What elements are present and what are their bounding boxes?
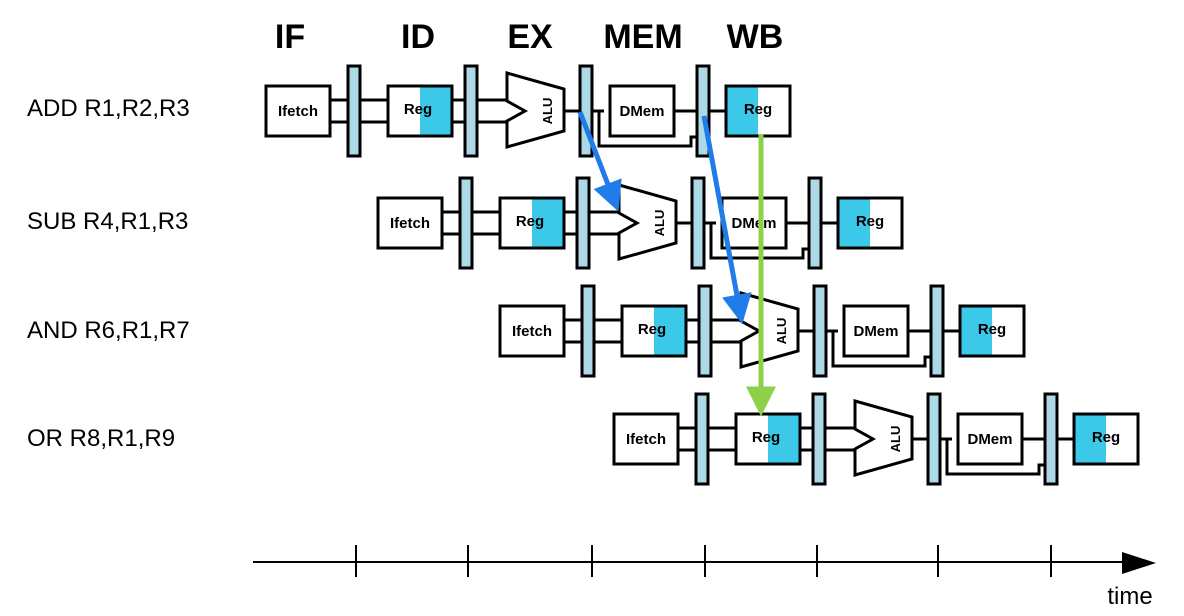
reg-read-label: Reg <box>516 213 544 230</box>
reg-read-highlight <box>654 307 685 355</box>
alu-label: ALU <box>652 210 667 237</box>
dmem-label: DMem <box>853 323 898 340</box>
reg-read-highlight <box>420 87 451 135</box>
instruction-label-or: OR R8,R1,R9 <box>27 425 175 452</box>
reg-write-label: Reg <box>744 101 772 118</box>
dmem-box <box>842 304 910 358</box>
pipeline-register-4 <box>1043 392 1059 486</box>
stage-label-if: IF <box>275 18 305 56</box>
pipeline-register-2 <box>463 64 479 158</box>
pipeline-register-2 <box>697 284 713 378</box>
time-axis-arrowhead <box>1122 552 1156 574</box>
pipeline-register-1 <box>694 392 710 486</box>
forward-arrow-mem-to-and <box>701 115 752 325</box>
pipeline-register-2 <box>575 176 591 270</box>
instruction-label-add: ADD R1,R2,R3 <box>27 95 190 122</box>
reg-read-label: Reg <box>752 429 780 446</box>
ifetch-label: Ifetch <box>512 323 552 340</box>
pipeline-row-and: Ifetch Reg ALU DMem Reg <box>498 284 1026 378</box>
pipeline-register-4 <box>807 176 823 270</box>
reg-read-highlight <box>768 415 799 463</box>
dmem-box <box>956 412 1024 466</box>
stage-label-wb: WB <box>727 18 784 56</box>
pipeline-register-1 <box>346 64 362 158</box>
ifetch-label: Ifetch <box>278 103 318 120</box>
reg-write-highlight <box>961 307 992 355</box>
ifetch-box <box>264 84 332 138</box>
alu-shape <box>853 399 914 477</box>
alu-shape <box>505 71 566 149</box>
ifetch-box <box>376 196 444 250</box>
stage-label-mem: MEM <box>603 18 682 56</box>
dmem-label: DMem <box>619 103 664 120</box>
reg-write-label: Reg <box>978 321 1006 338</box>
pipeline-register-3 <box>812 284 828 378</box>
pipeline-register-3 <box>690 176 706 270</box>
pipeline-register-2 <box>811 392 827 486</box>
alu-label: ALU <box>540 98 555 125</box>
time-axis: time <box>253 545 1156 610</box>
ifetch-box <box>612 412 680 466</box>
instruction-label-and: AND R6,R1,R7 <box>27 317 190 344</box>
reg-write-label: Reg <box>856 213 884 230</box>
pipeline-register-1 <box>580 284 596 378</box>
reg-write-label: Reg <box>1092 429 1120 446</box>
dmem-box <box>720 196 788 250</box>
pipeline-register-4 <box>929 284 945 378</box>
ifetch-label: Ifetch <box>626 431 666 448</box>
pipeline-register-1 <box>458 176 474 270</box>
reg-write-highlight <box>839 199 870 247</box>
forward-arrow-ex-to-sub <box>577 111 622 212</box>
ifetch-box <box>498 304 566 358</box>
alu-label: ALU <box>888 426 903 453</box>
instruction-label-sub: SUB R4,R1,R3 <box>27 208 188 235</box>
reg-write-highlight <box>727 87 758 135</box>
reg-read-label: Reg <box>638 321 666 338</box>
pipeline-row-or: Ifetch Reg ALU DMem Reg <box>612 392 1140 486</box>
reg-read-highlight <box>532 199 563 247</box>
alu-label: ALU <box>774 318 789 345</box>
alu-shape <box>617 183 678 261</box>
stage-label-id: ID <box>401 18 435 56</box>
pipeline-register-3 <box>926 392 942 486</box>
alu-shape <box>739 291 800 369</box>
dmem-label: DMem <box>731 215 776 232</box>
pipeline-row-sub: Ifetch Reg ALU DMem Reg <box>376 176 904 270</box>
dmem-box <box>608 84 676 138</box>
reg-read-label: Reg <box>404 101 432 118</box>
forwarding-arrows <box>577 111 776 417</box>
dmem-label: DMem <box>967 431 1012 448</box>
pipeline-row-add: Ifetch Reg ALU DMem Reg <box>264 64 792 158</box>
reg-write-highlight <box>1075 415 1106 463</box>
ifetch-label: Ifetch <box>390 215 430 232</box>
time-label: time <box>1107 583 1152 610</box>
stage-label-ex: EX <box>507 18 553 56</box>
